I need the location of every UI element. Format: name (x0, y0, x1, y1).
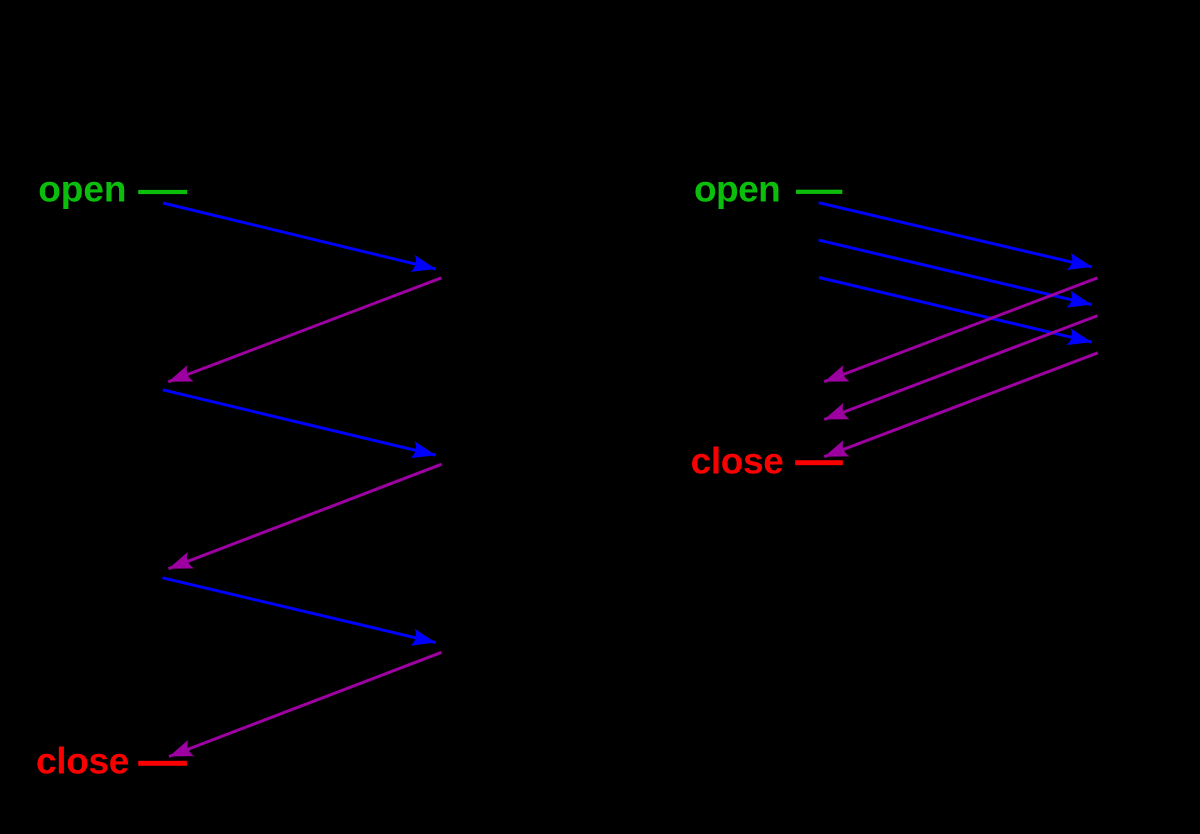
svg-text:open: open (38, 168, 126, 209)
svg-text:close: close (36, 740, 129, 781)
svg-text:open: open (694, 168, 781, 209)
svg-text:close: close (691, 441, 784, 482)
